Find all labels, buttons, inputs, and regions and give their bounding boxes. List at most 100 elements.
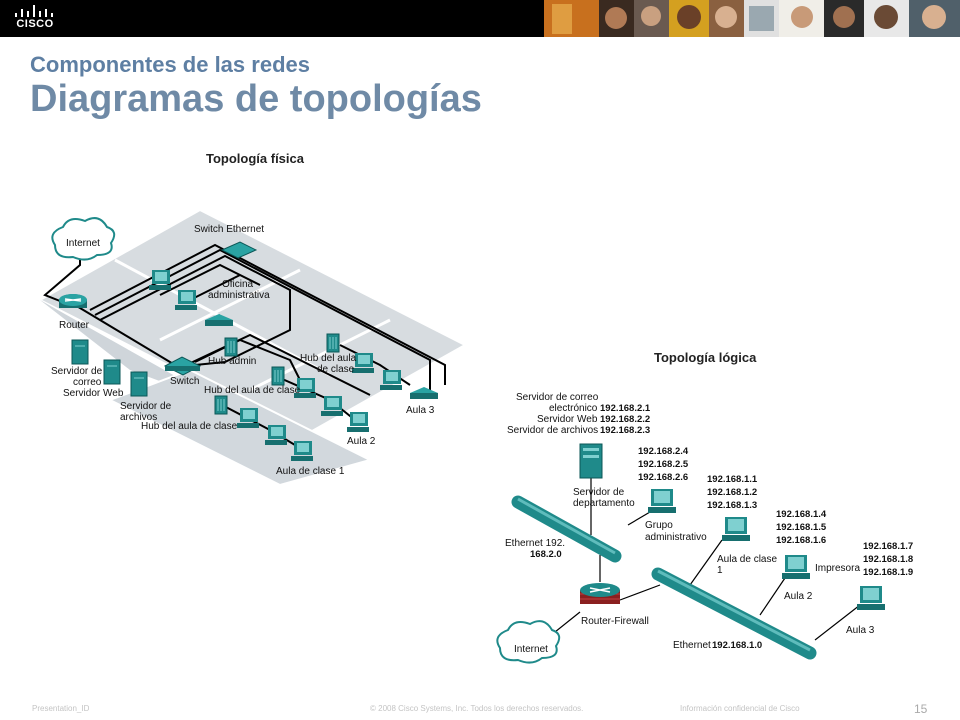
mail-server-label-1: Servidor de	[51, 366, 103, 377]
admin-ip-1: 192.168.2.4	[638, 446, 689, 457]
footer-copyright: © 2008 Cisco Systems, Inc. Todos los der…	[370, 704, 584, 713]
hub-admin-label: Hub admin	[208, 356, 256, 367]
class2-label: Aula 2	[784, 591, 813, 602]
pc-icon	[321, 396, 343, 416]
pc-devices-physical	[149, 270, 438, 461]
hub-icon	[271, 366, 285, 386]
router-label-physical: Router	[59, 320, 90, 331]
page-number: 15	[914, 702, 928, 716]
ethernet2-label-1: Ethernet 192.	[505, 538, 565, 549]
pc-icon-class3	[857, 586, 885, 610]
admin-group-label-1: Grupo	[645, 520, 673, 531]
office-label-2: administrativa	[208, 290, 270, 301]
section-subtitle: Componentes de las redes	[30, 52, 310, 77]
class1-label-2: 1	[717, 565, 723, 576]
cisco-logo: CISCO	[12, 4, 58, 32]
hub-icon	[224, 337, 238, 357]
admin-group-label-2: administrativo	[645, 532, 707, 543]
pc-icon-class2	[782, 555, 810, 579]
hub-class-low-label: Hub del aula de clase	[141, 421, 238, 432]
class2-ip-2: 192.168.1.5	[776, 522, 827, 533]
printer-icon	[205, 314, 233, 326]
aula1-label: Aula de clase 1	[276, 466, 345, 477]
class3-ip-2: 192.168.1.8	[863, 554, 913, 565]
internet-label-physical: Internet	[66, 238, 100, 249]
internet-cloud-logical: Internet	[496, 620, 561, 664]
page-title: Diagramas de topologías	[30, 78, 482, 120]
dept-server-label-2: departamento	[573, 498, 635, 509]
web-server-logical: Servidor Web	[537, 414, 598, 425]
hub-class-top-label-2: de clase	[317, 364, 355, 375]
hub-icon	[214, 395, 228, 415]
class1-ip-2: 192.168.1.2	[707, 487, 757, 498]
pc-icon	[294, 378, 316, 398]
logical-links	[544, 468, 861, 641]
switch-ethernet-device: Switch Ethernet	[194, 224, 264, 259]
ethernet1-prefix: Ethernet	[673, 640, 711, 651]
server-icon	[130, 371, 148, 397]
class3-ip-3: 192.168.1.9	[863, 567, 913, 578]
printer-label: Impresora	[815, 563, 860, 574]
class1-ip-1: 192.168.1.1	[707, 474, 758, 485]
hubs-physical: Hub admin Hub del aula de clase Hub del …	[141, 333, 357, 432]
aula2-label: Aula 2	[347, 436, 376, 447]
server-ip-2: 192.168.2.2	[600, 414, 650, 425]
mail-server-logical-1: Servidor de correo	[516, 392, 599, 403]
physical-heading: Topología física	[206, 151, 305, 166]
file-server-label-1: Servidor de	[120, 401, 172, 412]
top-banner: CISCO	[0, 0, 960, 37]
pc-icon	[149, 270, 171, 290]
hub-icon	[326, 333, 340, 353]
pc-icon-admin	[648, 489, 676, 513]
pc-icon	[380, 370, 402, 390]
file-server-label-2: archivos	[120, 412, 157, 423]
internet-label-logical: Internet	[514, 644, 548, 655]
web-server-label: Servidor Web	[63, 388, 124, 399]
class3-label: Aula 3	[846, 625, 875, 636]
ethernet1-ip: 192.168.1.0	[712, 640, 762, 651]
pc-icon	[347, 412, 369, 432]
pc-icon-class1	[722, 517, 750, 541]
switch-label: Switch	[170, 376, 199, 387]
aula3-label: Aula 3	[406, 405, 435, 416]
server-icon	[103, 359, 121, 385]
server-icon	[71, 339, 89, 365]
mail-server-label-2: correo	[73, 377, 102, 388]
cisco-bridge-icon	[15, 5, 53, 17]
hub-class-mid-label: Hub del aula de clase	[204, 385, 301, 396]
ethernet-backbone-2	[511, 495, 622, 563]
logical-heading: Topología lógica	[654, 350, 757, 365]
pc-icon	[265, 425, 287, 445]
servers-physical: Servidor de correo Servidor Web Servidor…	[51, 339, 172, 423]
pc-icon	[352, 353, 374, 373]
hub-class-top-label-1: Hub del aula	[300, 353, 357, 364]
logo-text: CISCO	[16, 18, 54, 30]
dept-server-icon	[579, 443, 603, 479]
mail-server-logical-2: electrónico	[549, 403, 598, 414]
file-server-logical: Servidor de archivos	[507, 425, 598, 436]
pc-icon	[291, 441, 313, 461]
office-label-1: Oficina	[222, 279, 254, 290]
router-firewall-icon	[580, 583, 620, 604]
switch-device: Switch	[163, 356, 202, 387]
admin-ip-2: 192.168.2.5	[638, 459, 689, 470]
ethernet-backbone-1	[651, 567, 817, 660]
admin-ip-3: 192.168.2.6	[638, 472, 688, 483]
class1-ip-3: 192.168.1.3	[707, 500, 757, 511]
pc-icon	[237, 408, 259, 428]
class2-ip-3: 192.168.1.6	[776, 535, 826, 546]
pc-icon	[175, 290, 197, 310]
server-ip-1: 192.168.2.1	[600, 403, 651, 414]
internet-cloud-physical: Internet	[51, 217, 116, 261]
printer-icon	[410, 387, 438, 399]
photo-strip	[544, 0, 960, 37]
ethernet2-label-2: 168.2.0	[530, 549, 562, 560]
class3-ip-1: 192.168.1.7	[863, 541, 913, 552]
router-physical: Router	[59, 294, 90, 331]
footer-presentation-id: Presentation_ID	[32, 704, 90, 713]
dept-server-label-1: Servidor de	[573, 487, 625, 498]
class1-label-1: Aula de clase	[717, 554, 777, 565]
footer-confidential: Información confidencial de Cisco	[680, 704, 800, 713]
class2-ip-1: 192.168.1.4	[776, 509, 827, 520]
